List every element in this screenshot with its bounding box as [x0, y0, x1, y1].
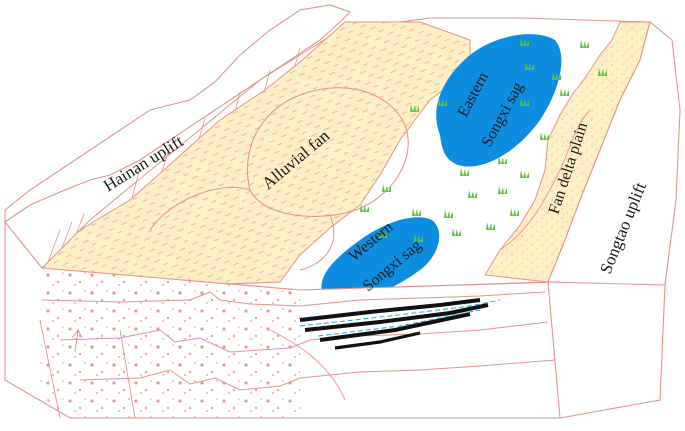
hainan-ridge-hachures: [47, 47, 301, 263]
coal-seam-4: [334, 331, 421, 350]
alluvial-fan-texture: [42, 22, 470, 285]
strata-line-1: [41, 291, 546, 307]
block-right-face: [547, 281, 666, 419]
hainan-uplift: [4, 4, 352, 224]
mudstone-dash-line: [299, 299, 501, 327]
coal-seam-2: [304, 303, 489, 332]
block-front-dots: [40, 268, 300, 418]
fan-delta-inner-edge: [499, 109, 591, 251]
western-songxi-sag: [321, 217, 440, 302]
mudstone-dash-line-2: [317, 309, 481, 337]
coal-seam-3: [319, 312, 471, 342]
alluvial-fan-lobe-2: [149, 186, 335, 271]
fault-arrow: [71, 329, 83, 353]
alluvial-fan-lobe: [246, 87, 409, 217]
strata-line-3: [79, 359, 556, 391]
strata-wedge: [39, 319, 346, 419]
coal-seam-1: [299, 298, 481, 322]
